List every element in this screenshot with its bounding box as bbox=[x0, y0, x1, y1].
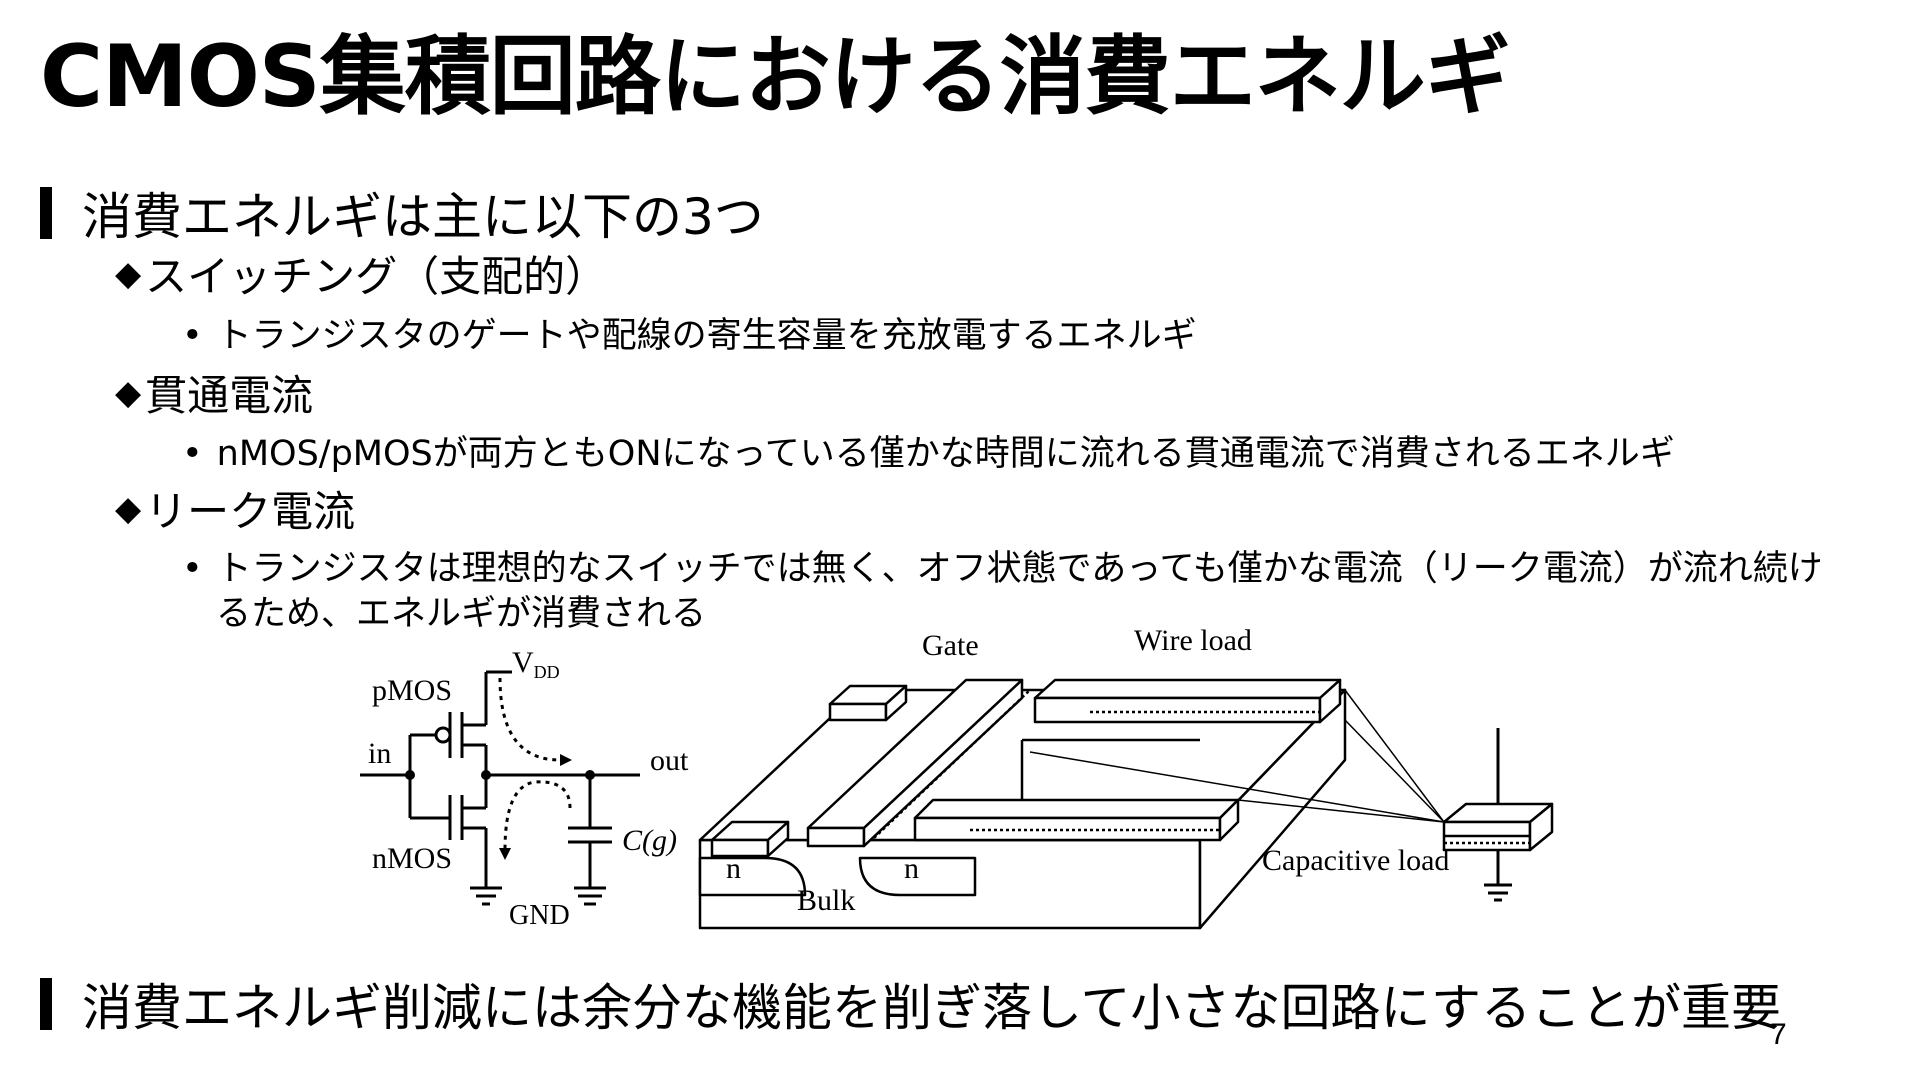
subitem-leak-current: ◆ リーク電流 bbox=[115, 478, 355, 539]
dot-bullet-icon: • bbox=[182, 434, 203, 474]
subitem-through-current: ◆ 貫通電流 bbox=[115, 362, 313, 423]
bullet-bar bbox=[40, 978, 52, 1030]
detail-text: トランジスタは理想的なスイッチでは無く、オフ状態であっても僅かな電流（リーク電流… bbox=[216, 549, 1823, 589]
detail-switching: • トランジスタのゲートや配線の寄生容量を充放電するエネルギ bbox=[182, 307, 1197, 358]
diamond-bullet-icon: ◆ bbox=[115, 372, 142, 413]
bullet-main-1: 消費エネルギは主に以下の3つ bbox=[40, 177, 764, 249]
subitem-label: スイッチング（支配的） bbox=[145, 252, 608, 301]
detail-text: nMOS/pMOSが両方ともONになっている僅かな時間に流れる貫通電流で消費され… bbox=[216, 434, 1675, 474]
subitem-label: 貫通電流 bbox=[145, 371, 314, 420]
vdd-label: VDD bbox=[512, 646, 560, 682]
subitem-switching: ◆ スイッチング（支配的） bbox=[115, 243, 607, 304]
input-label: in bbox=[368, 737, 391, 770]
detail-leak-current: • トランジスタは理想的なスイッチでは無く、オフ状態であっても僅かな電流（リーク… bbox=[182, 540, 1823, 591]
detail-leak-current-cont: るため、エネルギが消費される bbox=[216, 594, 707, 634]
bullet-main-2: 消費エネルギ削減には余分な機能を削ぎ落して小さな回路にすることが重要 bbox=[40, 968, 1781, 1040]
detail-through-current: • nMOS/pMOSが両方ともONになっている僅かな時間に流れる貫通電流で消費… bbox=[182, 425, 1675, 476]
dot-bullet-icon: • bbox=[182, 316, 203, 356]
bullet-text: 消費エネルギは主に以下の3つ bbox=[82, 188, 764, 246]
wire-load-label: Wire load bbox=[1134, 624, 1252, 657]
nmos-label: nMOS bbox=[372, 842, 452, 875]
pmos-label: pMOS bbox=[372, 674, 452, 707]
gate-label: Gate bbox=[922, 629, 979, 662]
bullet-text: 消費エネルギ削減には余分な機能を削ぎ落して小さな回路にすることが重要 bbox=[82, 979, 1781, 1037]
diamond-bullet-icon: ◆ bbox=[115, 488, 142, 529]
bullet-bar bbox=[40, 187, 52, 239]
n-region-right-label: n bbox=[904, 852, 919, 885]
capacitor-label: C(g) bbox=[622, 824, 677, 857]
gnd-label: GND bbox=[509, 900, 570, 931]
output-label: out bbox=[650, 744, 689, 777]
diamond-bullet-icon: ◆ bbox=[115, 253, 142, 294]
slide-title: CMOS集積回路における消費エネルギ bbox=[40, 27, 1511, 127]
capacitive-load-label: Capacitive load bbox=[1262, 844, 1449, 877]
n-region-left-label: n bbox=[726, 852, 741, 885]
subitem-label: リーク電流 bbox=[145, 487, 356, 536]
bulk-label: Bulk bbox=[797, 884, 855, 917]
dot-bullet-icon: • bbox=[182, 549, 203, 589]
page-number: 7 bbox=[1770, 1018, 1787, 1051]
detail-text: トランジスタのゲートや配線の寄生容量を充放電するエネルギ bbox=[216, 316, 1197, 356]
